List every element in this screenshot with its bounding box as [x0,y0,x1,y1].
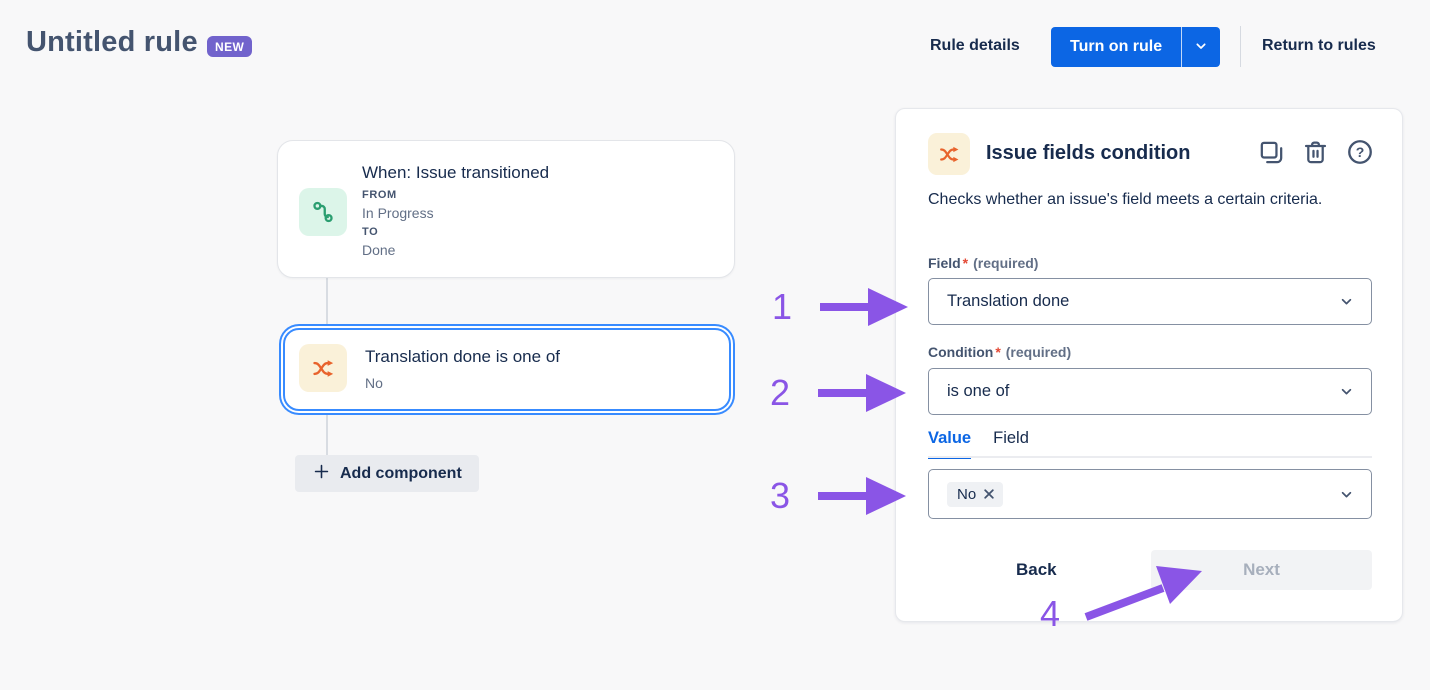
help-icon: ? [1346,140,1374,169]
value-field-tabs: Value Field [928,429,1029,459]
svg-text:?: ? [1356,144,1365,160]
chevron-down-icon [1338,486,1355,503]
delete-button[interactable] [1302,138,1329,166]
add-component-button[interactable]: Add component [295,455,479,492]
chevron-down-icon [1338,293,1355,310]
page-title: Untitled rule [26,26,198,58]
return-to-rules-button[interactable]: Return to rules [1262,37,1376,54]
tab-value[interactable]: Value [928,429,972,459]
back-button[interactable]: Back [992,550,1081,590]
remove-value-button[interactable] [984,489,994,499]
header-divider [1240,26,1241,67]
value-chip-label: No [957,485,977,503]
condition-select-value: is one of [947,382,1010,400]
trigger-node[interactable]: When: Issue transitioned FROM In Progres… [277,140,735,278]
trigger-from-value: In Progress [362,205,434,221]
trigger-to-label: TO [362,226,379,238]
chevron-down-icon [1338,383,1355,400]
plus-icon [312,462,331,486]
turn-on-rule-button[interactable]: Turn on rule [1051,27,1183,67]
shuffle-icon [928,133,970,175]
trigger-from-label: FROM [362,189,397,201]
issue-fields-condition-panel: Issue fields condition [895,108,1403,622]
next-button-disabled[interactable]: Next [1151,550,1372,590]
issue-transition-icon [299,188,347,236]
value-chip: No [947,481,1004,507]
new-badge: NEW [207,36,253,57]
chevron-down-icon [1193,38,1209,57]
field-label: Field*(required) [928,255,1039,271]
step-number-2: 2 [770,372,791,413]
close-icon [984,487,994,502]
duplicate-icon [1258,141,1285,169]
trigger-to-value: Done [362,242,396,258]
step-number-1: 1 [772,286,793,327]
trigger-node-title: When: Issue transitioned [362,163,550,182]
condition-select[interactable]: is one of [928,368,1372,415]
tabs-divider [928,456,1372,458]
turn-on-rule-split-button: Turn on rule [1051,27,1221,67]
required-asterisk: * [995,344,1001,360]
trash-icon [1302,140,1329,169]
rule-details-button[interactable]: Rule details [930,37,1020,54]
tab-field[interactable]: Field [993,429,1029,447]
condition-node-title: Translation done is one of [365,347,560,366]
required-asterisk: * [962,255,969,271]
duplicate-button[interactable] [1258,138,1285,166]
panel-actions: ? [1258,138,1374,166]
turn-on-rule-dropdown-button[interactable] [1182,27,1221,67]
help-button[interactable]: ? [1346,138,1374,166]
condition-label: Condition*(required) [928,344,1072,360]
shuffle-icon [299,344,347,392]
field-select[interactable]: Translation done [928,278,1372,325]
add-component-label: Add component [340,464,462,482]
field-select-value: Translation done [947,292,1070,310]
panel-title: Issue fields condition [986,142,1191,164]
step-number-3: 3 [770,475,791,516]
value-select[interactable]: No [928,469,1372,519]
condition-node-value: No [365,375,383,391]
panel-description: Checks whether an issue's field meets a … [928,191,1323,208]
condition-node-selected[interactable]: Translation done is one of No [283,328,731,411]
